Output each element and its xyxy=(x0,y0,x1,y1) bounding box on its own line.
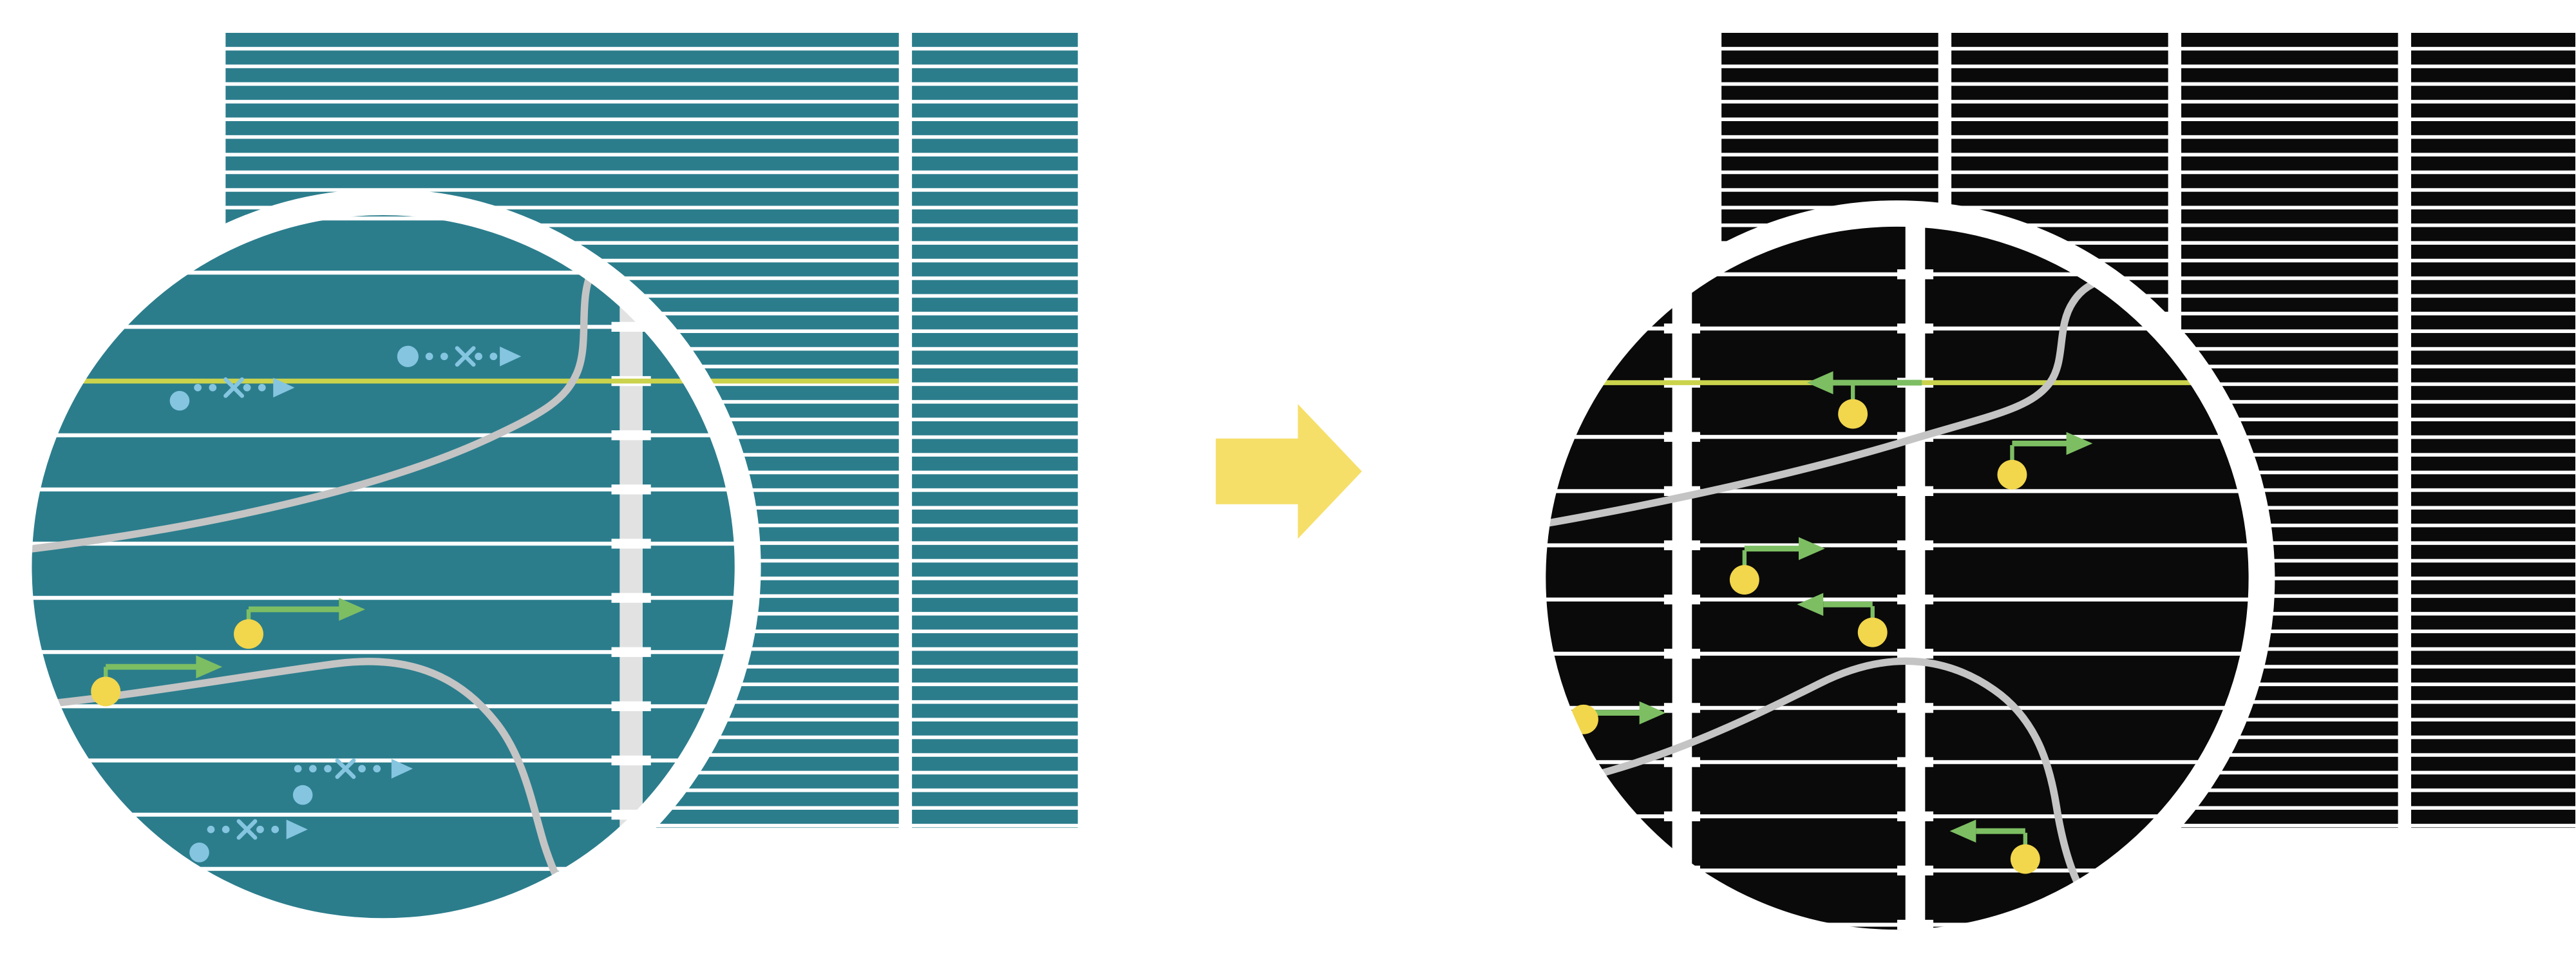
arrow-right-icon xyxy=(391,758,413,779)
defect-marker xyxy=(1729,537,1825,595)
dislocation-marker xyxy=(169,377,295,411)
grain-boundary-line xyxy=(1544,657,2101,919)
right-panel-section-4 xyxy=(2411,32,2576,828)
left-panel-edge-section xyxy=(912,32,1078,828)
dislocation-marker xyxy=(189,819,308,863)
arrow-left-icon xyxy=(1949,819,1976,843)
defect-marker xyxy=(1949,819,2040,874)
pinning-x-icon xyxy=(236,819,258,840)
defect-dot xyxy=(1838,399,1868,429)
dislocation-marker xyxy=(397,345,522,367)
defect-marker xyxy=(1806,371,1922,429)
defect-dot xyxy=(234,619,263,649)
defect-dot xyxy=(2010,844,2040,874)
defect-marker xyxy=(1797,593,1888,647)
pinning-x-icon xyxy=(335,758,356,779)
dislocation-dot xyxy=(189,843,209,863)
arrow-right-icon xyxy=(500,346,522,367)
arrow-left-icon xyxy=(1806,371,1833,394)
dislocation-marker xyxy=(292,758,413,805)
arrow-right-icon xyxy=(286,819,308,839)
pinning-x-icon xyxy=(455,346,476,367)
defect-marker xyxy=(1569,701,1666,734)
right-magnifier-circle xyxy=(1519,200,2275,956)
dislocation-dot xyxy=(169,390,190,411)
arrow-right-icon xyxy=(1639,701,1666,725)
defect-marker xyxy=(234,598,366,649)
defect-marker xyxy=(91,655,223,707)
magnifier-ring xyxy=(1519,200,2275,956)
defect-dot xyxy=(91,676,121,707)
grain-boundary-line xyxy=(30,658,599,920)
arrow-left-icon xyxy=(1797,593,1824,616)
dislocation-dot xyxy=(292,785,313,805)
dislocation-dot xyxy=(397,345,419,367)
defect-dot xyxy=(1857,617,1888,647)
defect-dot xyxy=(1729,565,1759,595)
right-magnifier-content xyxy=(1544,225,2251,931)
defect-marker xyxy=(1997,432,2093,490)
defect-dot xyxy=(1997,459,2027,490)
arrow-right-icon xyxy=(273,377,295,398)
magnifier-ring xyxy=(5,189,761,945)
arrow-right-icon xyxy=(1215,404,1362,539)
pinning-x-icon xyxy=(223,377,244,398)
arrow-right-icon xyxy=(196,655,223,679)
left-magnifier-circle xyxy=(5,189,761,945)
arrow-right-icon xyxy=(1798,537,1825,560)
arrow-right-icon xyxy=(2066,432,2093,455)
arrow-right-icon xyxy=(339,598,366,621)
